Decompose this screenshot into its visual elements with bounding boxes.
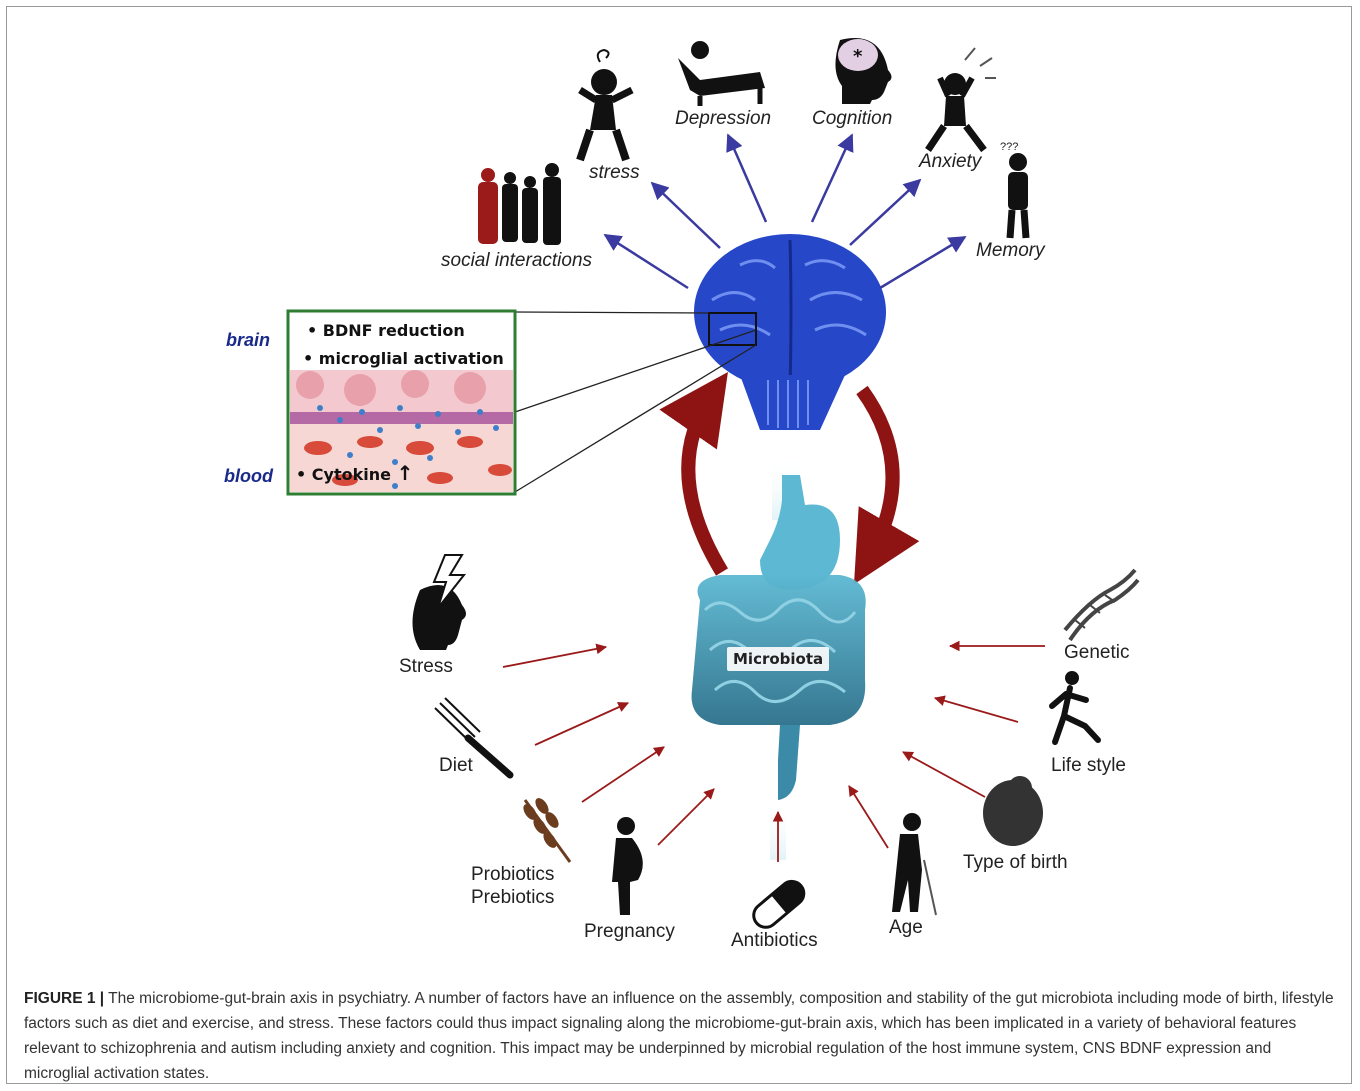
label-antibiotics: Antibiotics xyxy=(731,930,818,951)
factor-arrows xyxy=(502,640,1045,862)
pill-icon xyxy=(752,879,806,929)
memory-person-icon xyxy=(1006,153,1030,239)
caption-label: FIGURE 1 | xyxy=(24,990,105,1007)
label-cognition: Cognition xyxy=(812,108,893,129)
wheat-icon xyxy=(523,798,572,863)
stress-head-icon xyxy=(412,554,467,650)
pregnancy-icon xyxy=(612,817,643,915)
fork-icon xyxy=(434,697,514,779)
label-life-style: Life style xyxy=(1051,755,1126,776)
label-memory: Memory xyxy=(976,240,1045,261)
inset-panel xyxy=(286,309,517,496)
label-stress-outcome: stress xyxy=(589,162,640,183)
label-prebiotics: Prebiotics xyxy=(471,887,555,908)
label-age: Age xyxy=(889,917,923,938)
running-person-icon xyxy=(1049,671,1101,745)
inset-bullet-microglial: • microglial activation xyxy=(303,349,504,368)
inset-bullet-cytokine: • Cytokine ↑ xyxy=(296,461,413,485)
up-arrow-icon: ↑ xyxy=(396,461,414,485)
figure-frame xyxy=(6,6,1352,1084)
cytokine-label: • Cytokine xyxy=(296,465,391,484)
label-probiotics: Probiotics xyxy=(471,864,555,885)
brain-icon xyxy=(694,234,886,430)
caption-text: The microbiome-gut-brain axis in psychia… xyxy=(24,990,1334,1082)
microbiota-label: Microbiota xyxy=(727,647,830,671)
label-stress-factor: Stress xyxy=(399,656,453,677)
depression-couch-icon xyxy=(678,41,765,106)
cognition-head-icon: * xyxy=(835,38,892,104)
social-interactions-icon xyxy=(478,163,561,245)
label-depression: Depression xyxy=(675,108,772,129)
svg-text:*: * xyxy=(853,46,863,67)
zoom-lines xyxy=(514,311,757,493)
gut-brain-cycle-arrows xyxy=(659,371,920,585)
dna-icon xyxy=(1063,568,1140,642)
label-anxiety: Anxiety xyxy=(919,151,982,172)
outcome-arrows xyxy=(603,133,967,290)
question-marks: ??? xyxy=(1000,141,1018,153)
label-brain: brain xyxy=(226,330,271,350)
figure-caption: FIGURE 1 | The microbiome-gut-brain axis… xyxy=(24,986,1336,1086)
label-pregnancy: Pregnancy xyxy=(584,921,675,942)
label-blood: blood xyxy=(224,466,273,486)
label-social-interactions: social interactions xyxy=(441,250,593,271)
anxiety-person-icon xyxy=(925,47,996,153)
label-genetic: Genetic xyxy=(1064,642,1130,663)
inset-bullet-bdnf: • BDNF reduction xyxy=(307,321,465,340)
elderly-person-icon xyxy=(892,813,937,916)
baby-icon xyxy=(983,776,1043,846)
stress-person-icon xyxy=(576,48,634,162)
label-diet: Diet xyxy=(439,755,473,776)
label-type-of-birth: Type of birth xyxy=(963,852,1068,873)
